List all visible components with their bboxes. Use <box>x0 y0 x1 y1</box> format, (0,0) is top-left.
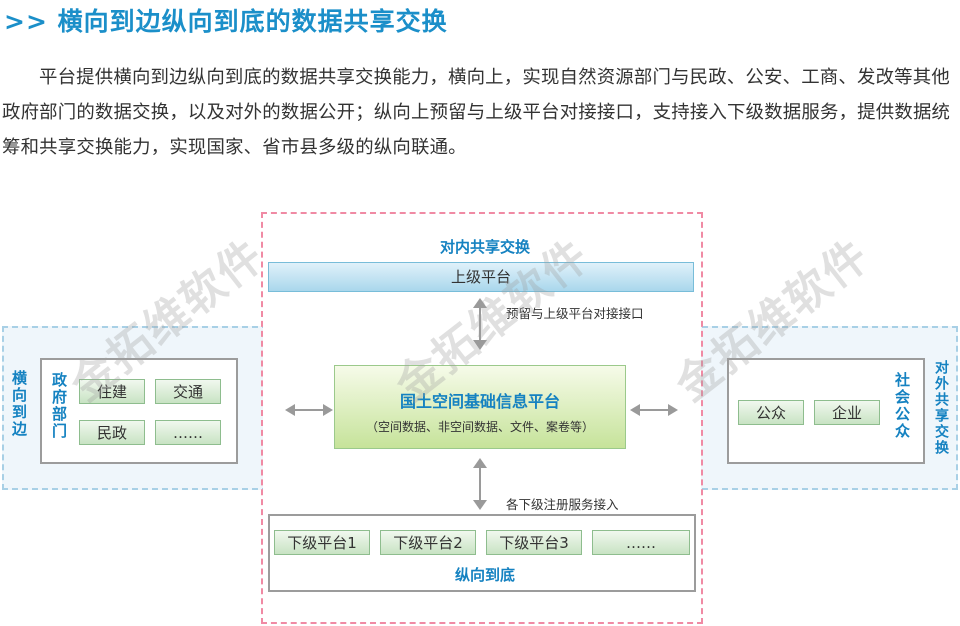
gov-item-transport: 交通 <box>155 379 221 404</box>
external-exchange-label: 对外共享交换 <box>933 360 949 456</box>
upper-platform-bar: 上级平台 <box>268 262 694 292</box>
intro-paragraph: 平台提供横向到边纵向到底的数据共享交换能力，横向上，实现自然资源部门与民政、公安… <box>2 67 951 158</box>
government-label: 政府部门 <box>50 372 68 440</box>
horizontal-edge-label: 横向到边 <box>10 370 28 438</box>
lower-link-label: 各下级注册服务接入 <box>506 497 619 512</box>
gov-item-housing: 住建 <box>79 379 145 404</box>
page-title: >> 横向到边纵向到底的数据共享交换 <box>4 7 448 36</box>
lower-platform-1: 下级平台1 <box>274 530 370 555</box>
government-panel <box>40 358 238 464</box>
lower-platform-3: 下级平台3 <box>486 530 582 555</box>
gov-item-more: …… <box>155 420 221 445</box>
public-item-enterprise: 企业 <box>814 400 880 425</box>
public-item-public: 公众 <box>738 400 804 425</box>
vertical-label: 纵向到底 <box>454 566 515 584</box>
upper-link-arrow <box>473 298 487 350</box>
core-platform-title: 国土空间基础信息平台 <box>399 392 560 411</box>
internal-exchange-label: 对内共享交换 <box>439 238 530 256</box>
right-link-arrow <box>630 404 678 416</box>
gov-item-civil: 民政 <box>79 420 145 445</box>
upper-link-label: 预留与上级平台对接接口 <box>506 306 644 321</box>
left-link-arrow <box>285 404 333 416</box>
lower-platform-2: 下级平台2 <box>380 530 476 555</box>
vertical-region <box>261 212 703 624</box>
core-platform-box: 国土空间基础信息平台 （空间数据、非空间数据、文件、案卷等） <box>334 365 626 449</box>
core-platform-subtitle: （空间数据、非空间数据、文件、案卷等） <box>365 420 594 434</box>
lower-platform-more: …… <box>592 530 690 555</box>
lower-link-arrow <box>473 458 487 510</box>
public-label: 社会公众 <box>893 372 911 440</box>
